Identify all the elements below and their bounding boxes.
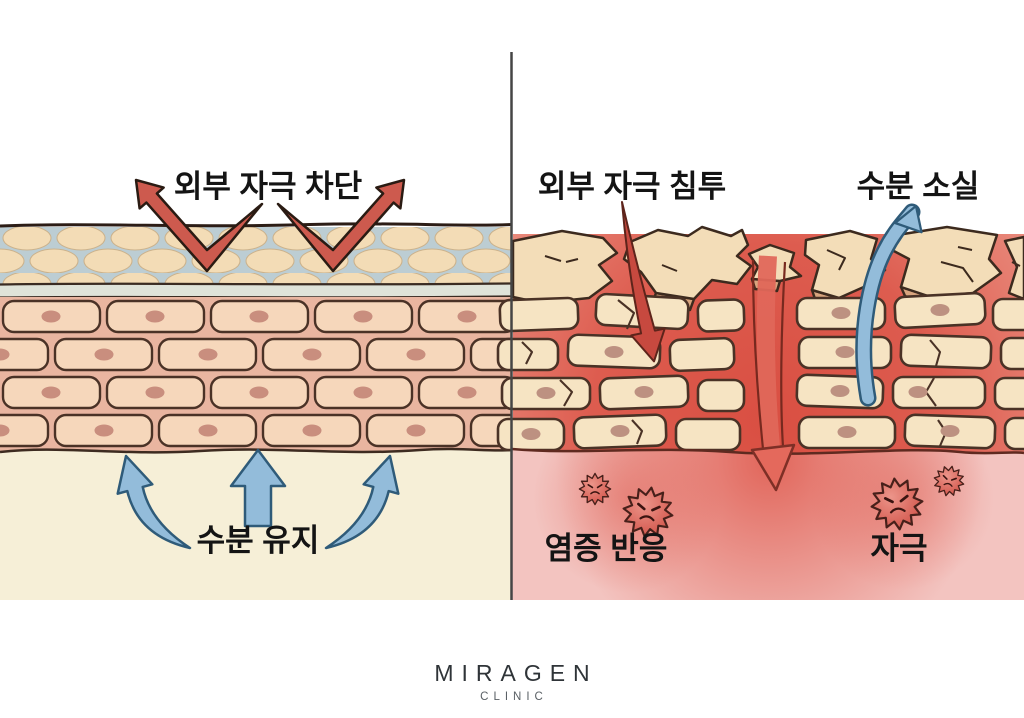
red-bounce-arrow-left bbox=[134, 178, 264, 273]
cobblestone-layer bbox=[0, 227, 511, 284]
blue-up-arrow-middle bbox=[229, 448, 287, 528]
label-block-stimuli: 외부 자극 차단 bbox=[174, 169, 362, 204]
blue-up-arrow-left bbox=[116, 454, 192, 550]
blue-up-arrow-right bbox=[324, 454, 400, 550]
label-moisture-retention: 수분 유지 bbox=[197, 523, 320, 558]
label-inflammation: 염증 반응 bbox=[545, 531, 668, 566]
label-moisture-loss: 수분 소실 bbox=[857, 169, 980, 204]
plate-2 bbox=[622, 225, 753, 301]
skin-cell-bricks bbox=[0, 297, 511, 455]
red-bounce-arrow-right bbox=[276, 178, 406, 273]
brick-nuclei bbox=[521, 304, 960, 440]
left-panel-healthy-skin: 외부 자극 차단 수분 유지 bbox=[0, 169, 512, 600]
skin-surface-line bbox=[0, 222, 512, 228]
clinic-logo: MIRAGEN CLINIC bbox=[434, 660, 597, 703]
central-crack-channel bbox=[751, 255, 787, 450]
label-stimuli-penetration: 외부 자극 침투 bbox=[538, 169, 726, 204]
red-penetration-arrowhead-deep bbox=[750, 443, 796, 492]
logo-subtitle: CLINIC bbox=[480, 691, 548, 703]
red-bounce-arrows bbox=[134, 178, 406, 273]
blue-moisture-arrows bbox=[116, 448, 400, 550]
blue-escape-arrow bbox=[855, 203, 923, 407]
logo-name: MIRAGEN bbox=[434, 660, 597, 686]
right-panel-damaged-skin: 외부 자극 침투 수분 소실 염증 반응 자극 bbox=[496, 169, 1024, 600]
lipid-band bbox=[0, 284, 511, 297]
red-penetration-arrows bbox=[621, 201, 796, 492]
red-penetration-arrow-thin bbox=[621, 201, 666, 363]
label-irritation: 자극 bbox=[870, 531, 927, 566]
